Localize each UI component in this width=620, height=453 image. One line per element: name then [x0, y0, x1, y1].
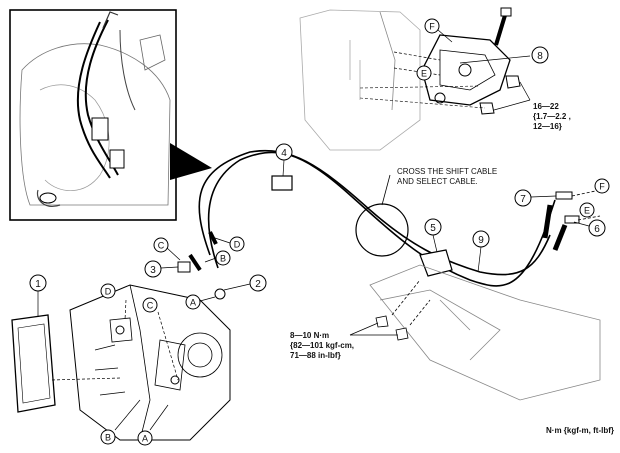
svg-text:{82—101 kgf-cm,: {82—101 kgf-cm, [290, 341, 354, 350]
torque-spec-lower: 8—10 N·m {82—101 kgf-cm, 71—88 in-lbf} [290, 331, 354, 360]
svg-text:B: B [105, 433, 111, 443]
callout-8: 8 [531, 46, 549, 64]
letter-E-cable: E [579, 202, 595, 218]
svg-text:1: 1 [35, 279, 41, 290]
svg-text:AND SELECT CABLE.: AND SELECT CABLE. [397, 177, 478, 186]
letter-F-cable: F [594, 178, 610, 194]
svg-text:4: 4 [281, 148, 287, 159]
shift-lever-assembly [299, 7, 531, 151]
svg-text:A: A [190, 298, 196, 308]
svg-text:CROSS THE SHIFT CABLE: CROSS THE SHIFT CABLE [397, 167, 497, 176]
callout-9: 9 [472, 230, 490, 273]
svg-text:F: F [599, 182, 605, 192]
callout-6: 6 [573, 219, 606, 237]
svg-text:8—10 N·m: 8—10 N·m [290, 331, 329, 340]
inset-detail-view [9, 9, 212, 221]
svg-text:D: D [234, 240, 241, 250]
callout-7: 7 [514, 189, 557, 207]
callout-3: 3 [144, 260, 179, 278]
svg-text:B: B [220, 254, 226, 264]
svg-text:E: E [584, 206, 590, 216]
letter-D-cable: D [214, 236, 245, 252]
svg-text:8: 8 [537, 51, 543, 62]
svg-text:7: 7 [520, 194, 526, 205]
shift-and-select-cables [177, 149, 601, 300]
svg-text:F: F [429, 22, 435, 32]
svg-text:12—16}: 12—16} [533, 122, 562, 131]
svg-text:6: 6 [594, 224, 600, 235]
letter-B-transaxle: B [100, 429, 116, 445]
svg-text:3: 3 [150, 265, 156, 276]
letter-A-cable: A [185, 294, 216, 310]
letter-B-cable: B [204, 250, 231, 266]
svg-text:C: C [147, 301, 154, 311]
callout-2: 2 [223, 274, 267, 292]
letter-C-transaxle: C [142, 297, 158, 313]
svg-text:16—22: 16—22 [533, 102, 559, 111]
callout-4: 4 [275, 143, 293, 177]
cross-cable-note: CROSS THE SHIFT CABLE AND SELECT CABLE. [397, 167, 497, 186]
svg-text:9: 9 [478, 235, 484, 246]
svg-text:5: 5 [430, 223, 436, 234]
letter-D-transaxle: D [100, 283, 116, 299]
letter-E-shifter: E [416, 65, 432, 81]
letter-C-cable: C [153, 237, 181, 261]
transaxle [11, 284, 231, 441]
svg-text:{1.7—2.2 ,: {1.7—2.2 , [533, 112, 571, 121]
svg-text:D: D [105, 287, 112, 297]
svg-text:A: A [142, 434, 148, 444]
torque-spec-upper: 16—22 {1.7—2.2 , 12—16} [533, 102, 571, 131]
svg-text:C: C [158, 241, 165, 251]
floor-panel [349, 264, 601, 401]
units-legend: N·m {kgf-m, ft-lbf} [546, 426, 614, 435]
callout-5: 5 [424, 218, 442, 253]
svg-text:E: E [421, 69, 427, 79]
svg-text:71—88 in-lbf}: 71—88 in-lbf} [290, 351, 341, 360]
letter-F-shifter: F [424, 18, 453, 43]
callout-1: 1 [29, 274, 47, 317]
letter-A-transaxle: A [137, 430, 153, 446]
svg-text:2: 2 [255, 279, 261, 290]
